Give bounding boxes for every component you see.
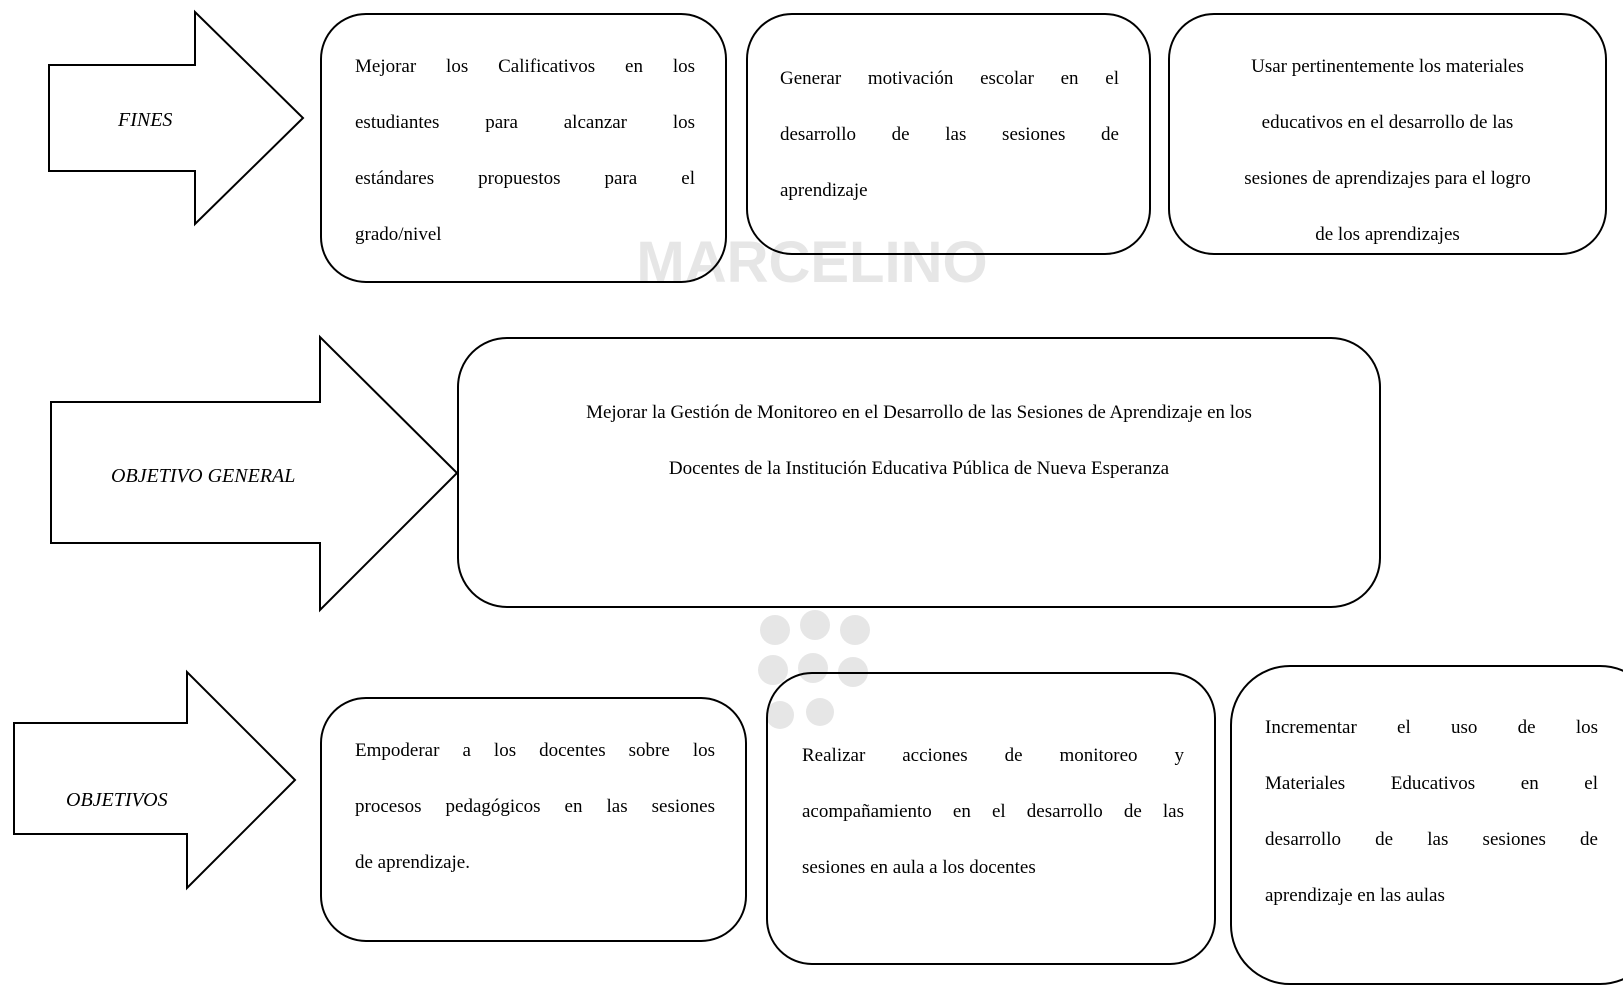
box-line: desarrollo de las sesiones de [1265, 829, 1598, 850]
objetivos-arrow [13, 669, 297, 891]
fines-arrow [48, 9, 305, 227]
objetivo-general-arrow [50, 334, 459, 613]
box-line: de aprendizaje. [355, 852, 470, 873]
box-line: de los aprendizajes [1315, 224, 1460, 245]
box-line: Usar pertinentemente los materiales [1251, 56, 1524, 77]
fines-box-3: Usar pertinentemente los materiales educ… [1168, 13, 1607, 255]
box-line: grado/nivel [355, 224, 442, 245]
box-line: educativos en el desarrollo de las [1261, 112, 1514, 133]
objetivos-box-2: Realizar acciones de monitoreo y acompañ… [766, 672, 1216, 965]
fines-label: FINES [118, 109, 173, 131]
objetivos-box-1: Empoderar a los docentes sobre los proce… [320, 697, 747, 942]
box-line: estándares propuestos para el [355, 168, 695, 189]
box-line: acompañamiento en el desarrollo de las [802, 801, 1184, 822]
box-line: desarrollo de las sesiones de [780, 124, 1119, 145]
box-line: Incrementar el uso de los [1265, 717, 1598, 738]
box-line: procesos pedagógicos en las sesiones [355, 796, 715, 817]
box-line: Generar motivación escolar en el [780, 68, 1119, 89]
box-line: Realizar acciones de monitoreo y [802, 745, 1184, 766]
box-line: Empoderar a los docentes sobre los [355, 740, 715, 761]
box-line: aprendizaje [780, 180, 868, 201]
box-line: aprendizaje en las aulas [1265, 885, 1445, 906]
objetivos-box-3: Incrementar el uso de los Materiales Edu… [1230, 665, 1623, 985]
objetivo-general-label: OBJETIVO GENERAL [111, 465, 296, 487]
box-line: Mejorar los Calificativos en los [355, 56, 695, 77]
box-line: sesiones en aula a los docentes [802, 857, 1036, 878]
box-line: estudiantes para alcanzar los [355, 112, 695, 133]
objetivo-general-box: Mejorar la Gestión de Monitoreo en el De… [457, 337, 1381, 608]
fines-box-2: Generar motivación escolar en el desarro… [746, 13, 1151, 255]
box-line: sesiones de aprendizajes para el logro [1244, 168, 1531, 189]
box-line: Materiales Educativos en el [1265, 773, 1598, 794]
objetivos-label: OBJETIVOS [66, 789, 168, 811]
box-line: Docentes de la Institución Educativa Púb… [668, 458, 1170, 479]
fines-box-1: Mejorar los Calificativos en los estudia… [320, 13, 727, 283]
box-line: Mejorar la Gestión de Monitoreo en el De… [586, 402, 1252, 423]
